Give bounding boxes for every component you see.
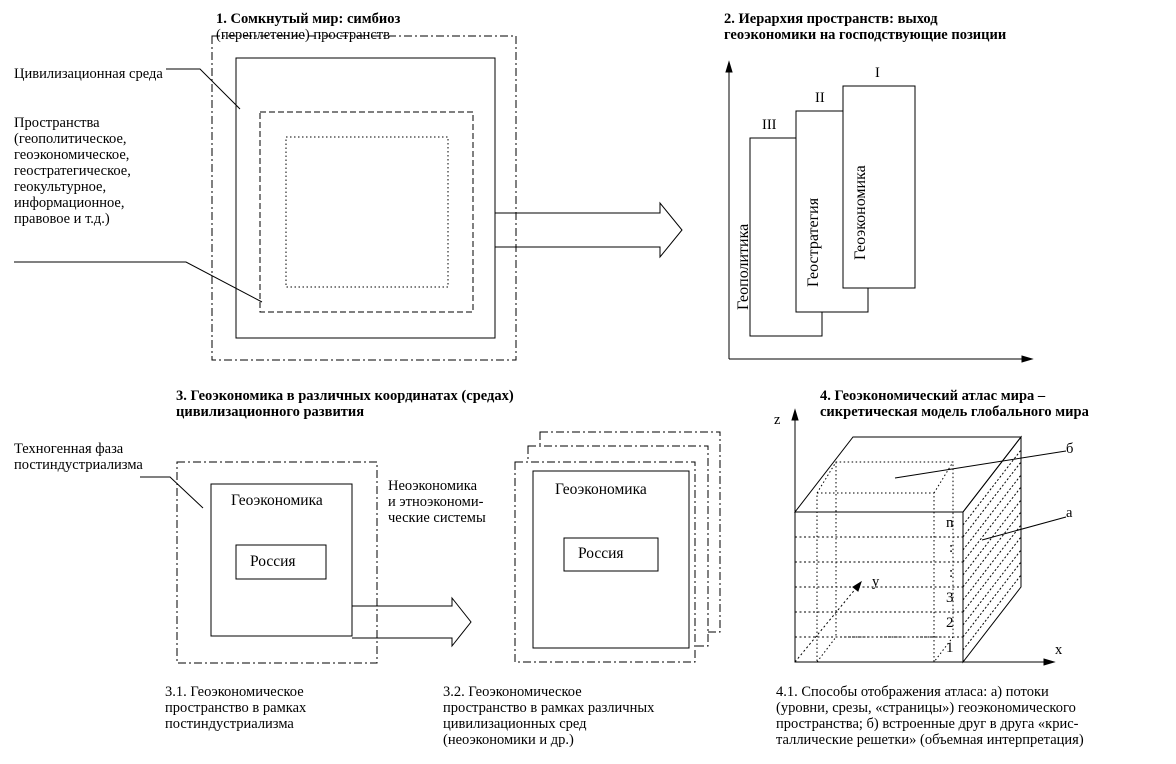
axis-z-arrow [791,408,799,421]
cube-top [793,436,1023,513]
caption-32-line: цивилизационных сред [443,716,587,732]
callout-b-label: б [1066,441,1074,457]
caption-31-line: 3.1. Геоэкономическое [165,684,304,700]
numeral-ii: II [815,90,825,106]
middle-dashed-square [259,111,474,313]
leader-env [166,68,241,110]
axis-arrow-right-2 [1021,355,1034,363]
label-neo-line1: Неоэкономика [388,478,478,494]
axis-y [794,586,858,663]
label-neo-line3: ческие системы [388,510,486,526]
russia-label-32: Россия [578,545,624,562]
callout-a-label: а [1066,505,1073,521]
panel3-title-line2: цивилизационного развития [176,404,365,420]
cube-side [962,435,1022,664]
level-label: 3 [946,590,954,606]
panel2-title-line2: геоэкономики на господствующие позиции [724,27,1007,43]
callout-b-line [894,450,1067,479]
panel4-title-line2: сикретическая модель глобального мира [820,404,1089,420]
caption-41-line: 4.1. Способы отображения атласа: а) пото… [776,684,1049,700]
leader-phase [140,476,204,509]
geo-label-32: Геоэкономика [555,481,647,498]
label-phase-line1: Техногенная фаза [14,441,124,457]
phase-frame [176,461,378,664]
label-civilization-env: Цивилизационная среда [14,66,163,82]
label-spaces-line: геоэкономическое, [14,147,130,163]
geo-box-32 [532,470,690,649]
label-neo-line2: и этноэкономи- [388,494,484,510]
axis-y-arrow [852,580,862,592]
panel1-title-bold: 1. Сомкнутый мир: симбиоз [216,11,401,27]
panel4-title-line1: 4. Геоэкономический атлас мира – [820,388,1046,404]
level-lines-side [962,449,1022,651]
axis-arrow-up-2 [725,60,733,73]
label-spaces-line: Пространства [14,115,100,131]
caption-32-line: 3.2. Геоэкономическое [443,684,582,700]
caption-41-line: (уровни, срезы, «страницы») геоэкономиче… [776,700,1076,716]
inner-dotted-square [285,136,449,288]
axis-y-label: y [872,574,880,590]
label-spaces-line: правовое и т.д.) [14,211,110,227]
level-label: 1 [946,640,954,656]
block-geoeconomics [842,85,916,289]
geo-box-31 [210,483,353,637]
panel1-title-rest: (переплетение) пространств [216,27,390,43]
axis-z-label: z [774,412,781,428]
numeral-i: I [875,65,880,81]
level-label: 2 [946,615,954,631]
level-lines-front [795,536,963,638]
level-label: : [949,565,954,581]
callout-a-line [981,516,1067,541]
label-phase-line2: постиндустриализма [14,457,143,473]
label-geoeconomics-vert: Геоэкономика [852,165,869,260]
caption-41-line: таллические решетки» (объемная интерпрет… [776,732,1084,748]
panel3-title-line1: 3. Геоэкономика в различных координатах … [176,388,514,404]
caption-32-line: (неоэкономики и др.) [443,732,574,748]
label-spaces-line: информационное, [14,195,125,211]
caption-31-line: постиндустриализма [165,716,294,732]
geo-label-31: Геоэкономика [231,492,323,509]
axis-x-label: x [1055,642,1063,658]
caption-31-line: пространство в рамках [165,700,307,716]
outer-solid-square [235,57,496,339]
label-geostrategy: Геостратегия [805,197,822,287]
label-spaces-line: геостратегическое, [14,163,131,179]
russia-box-32 [563,537,659,572]
cube-inner-box [816,461,954,663]
label-geopolitics: Геополитика [735,223,752,310]
civilization-env-frame [211,35,517,361]
big-arrow-3 [352,596,472,648]
label-spaces-line: (геополитическое, [14,131,127,147]
axis-x-arrow [1043,658,1056,666]
numeral-iii: III [762,117,777,133]
caption-32-line: пространство в рамках различных [443,700,655,716]
level-label: n [946,515,954,531]
label-spaces-line: геокультурное, [14,179,107,195]
russia-box-31 [235,544,327,580]
big-arrow-1 [495,201,683,259]
level-label: : [949,540,954,556]
panel2-title-line1: 2. Иерархия пространств: выход [724,11,938,27]
caption-41-line: пространства; б) встроенные друг в друга… [776,716,1079,732]
russia-label-31: Россия [250,553,296,570]
leader-spaces [14,261,263,303]
